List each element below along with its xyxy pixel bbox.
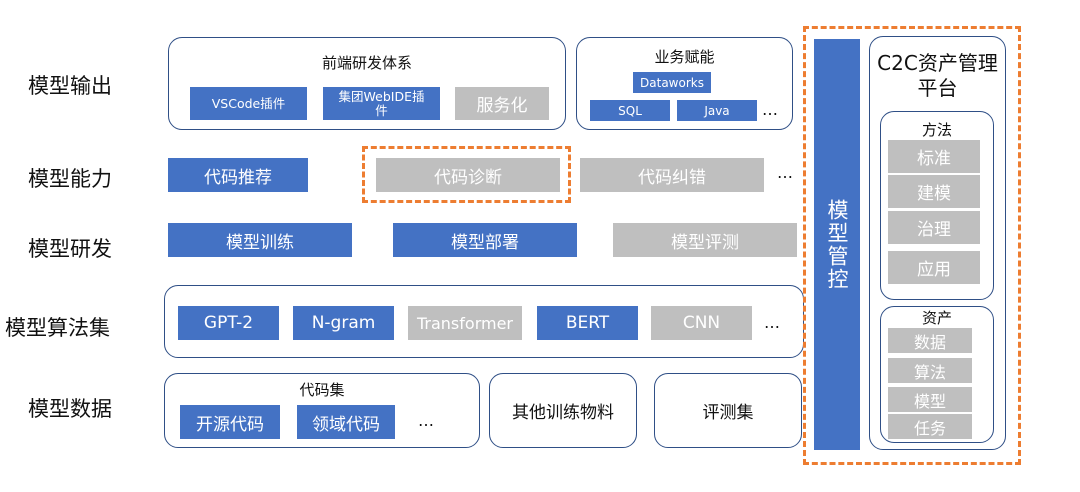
code-open-source: 开源代码 [180,405,280,439]
method-application: 应用 [888,251,980,284]
business-item-java: Java [677,100,757,121]
row-label-algorithms: 模型算法集 [5,316,110,340]
capability-correction: 代码纠错 [580,158,764,192]
capability-more: … [777,163,794,182]
algo-bert: BERT [537,306,638,340]
asset-algorithm: 算法 [888,358,972,383]
capability-recommend: 代码推荐 [168,158,308,192]
asset-data: 数据 [888,328,972,353]
c2c-title: C2C资产管理平台 [877,51,998,100]
business-title: 业务赋能 [654,48,715,66]
row-label-capability: 模型能力 [28,167,112,191]
business-more: … [762,100,779,119]
algo-ngram: N-gram [293,306,394,340]
business-item-sql: SQL [590,100,670,121]
method-standard: 标准 [888,140,980,173]
method-governance: 治理 [888,211,980,244]
algo-more: … [764,313,781,332]
algo-gpt2: GPT-2 [178,306,279,340]
methods-title: 方法 [921,121,952,139]
dev-evaluation: 模型评测 [613,223,797,257]
governance-highlight [803,26,1021,465]
asset-task: 任务 [888,414,972,439]
business-item-dataworks: Dataworks [633,72,711,93]
frontend-item-service: 服务化 [455,87,549,120]
eval-set-label: 评测集 [702,403,754,423]
eval-set-panel: 评测集 [654,373,802,448]
code-set-title: 代码集 [299,381,345,399]
asset-model: 模型 [888,387,972,412]
algo-cnn: CNN [651,306,752,340]
other-training-panel: 其他训练物料 [489,373,637,448]
frontend-item-vscode: VSCode插件 [190,87,307,120]
dev-deployment: 模型部署 [393,223,577,257]
row-label-data: 模型数据 [28,397,112,421]
algo-transformer: Transformer [408,306,522,340]
frontend-item-webide: 集团WebIDE插件 [323,87,440,120]
diagnosis-highlight [362,146,571,203]
model-control: 模型管控 [814,39,860,450]
dev-training: 模型训练 [168,223,352,257]
row-label-development: 模型研发 [28,237,112,261]
row-label-output: 模型输出 [28,74,112,98]
method-modeling: 建模 [888,175,980,208]
frontend-title: 前端研发体系 [321,54,412,72]
code-domain: 领域代码 [297,405,395,439]
assets-title: 资产 [921,309,952,327]
other-training-label: 其他训练物料 [512,403,614,423]
code-set-more: … [418,411,435,430]
capability-diagnosis: 代码诊断 [376,158,560,192]
